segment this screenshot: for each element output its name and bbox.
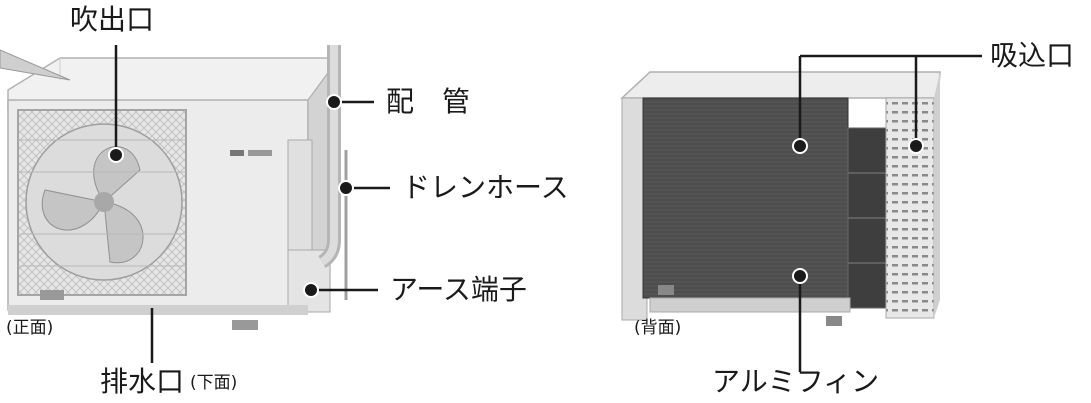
label-haikan: 配 管 <box>386 85 471 118</box>
label-earth-terminal: アース端子 <box>390 273 527 306</box>
label-fukidashi: 吹出口 <box>70 3 155 36</box>
leader-lines <box>108 45 982 372</box>
back-outdoor-unit <box>620 71 941 326</box>
label-drain-hose: ドレンホース <box>402 171 569 204</box>
label-front: (正面) <box>6 318 54 338</box>
label-kyuukomi: 吸込口 <box>990 39 1075 72</box>
front-outdoor-unit <box>0 45 348 330</box>
label-haisui-sub: (下面) <box>190 373 238 393</box>
label-haisui: 排水口 <box>100 365 185 398</box>
label-aluminum-fin: アルミフィン <box>712 365 880 398</box>
label-back: (背面) <box>634 318 682 338</box>
